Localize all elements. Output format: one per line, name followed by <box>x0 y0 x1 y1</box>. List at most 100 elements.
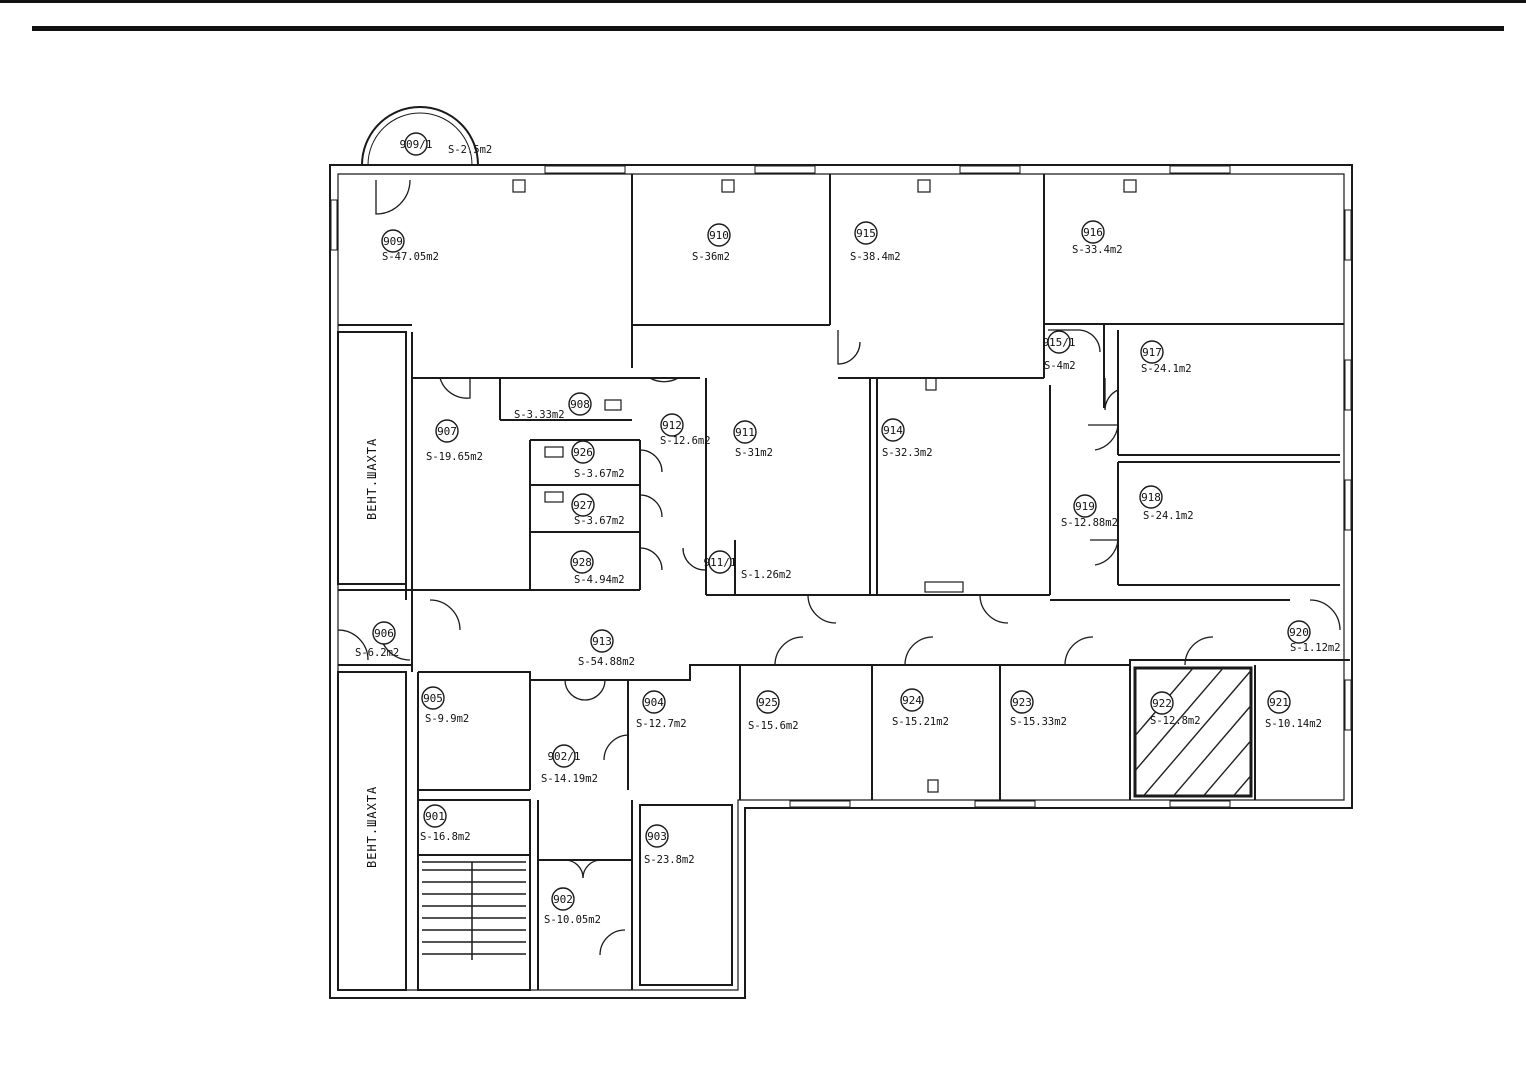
shaft-label-lower: ВЕНТ.ШАХТА <box>365 786 379 868</box>
room-marker <box>551 887 575 911</box>
room-marker <box>1150 691 1174 715</box>
room-number: 912 <box>662 419 682 432</box>
room-marker <box>756 690 780 714</box>
balcony-arc <box>361 106 479 166</box>
room-marker <box>1010 690 1034 714</box>
room-number: 923 <box>1012 696 1032 709</box>
room-number: 908 <box>570 398 590 411</box>
room-number: 927 <box>573 499 593 512</box>
room-number: 915/1 <box>1042 336 1075 349</box>
room-number: 905 <box>423 692 443 705</box>
room-marker <box>642 690 666 714</box>
room-number: 922 <box>1152 697 1172 710</box>
room-area: S-4.94m2 <box>574 574 625 586</box>
room-area: S-1.26m2 <box>741 569 792 581</box>
room-marker <box>571 440 595 464</box>
windows <box>330 165 1352 808</box>
room-marker <box>372 621 396 645</box>
room-number: 918 <box>1141 491 1161 504</box>
room-number: 925 <box>758 696 778 709</box>
room-marker <box>1047 330 1071 354</box>
room-area: S-4m2 <box>1044 360 1076 372</box>
room-area: S-31m2 <box>735 447 773 459</box>
room-marker <box>435 419 459 443</box>
room-area: S-3.67m2 <box>574 515 625 527</box>
page-top-edge <box>0 0 1526 3</box>
room-area: S-16.8m2 <box>420 831 471 843</box>
room-area: S-2.5m2 <box>448 144 492 156</box>
staircase <box>422 861 526 960</box>
room-area: S-47.05m2 <box>382 251 439 263</box>
room-area: S-10.14m2 <box>1265 718 1322 730</box>
page-top-border <box>32 26 1504 31</box>
room-area: S-24.1m2 <box>1143 510 1194 522</box>
room-number: 928 <box>572 556 592 569</box>
room-number: 920 <box>1289 626 1309 639</box>
room-marker <box>1073 494 1097 518</box>
room-area: S-12.7m2 <box>636 718 687 730</box>
door-swings <box>337 179 1341 956</box>
room-area: S-33.4m2 <box>1072 244 1123 256</box>
room-marker <box>1139 485 1163 509</box>
room-number: 904 <box>644 696 664 709</box>
room-area: S-32.3m2 <box>882 447 933 459</box>
room-area: S-15.33m2 <box>1010 716 1067 728</box>
room-area: S-9.9m2 <box>425 713 469 725</box>
hatched-room-922 <box>1133 666 1253 798</box>
room-marker <box>552 744 576 768</box>
room-area: S-12.8m2 <box>1150 715 1201 727</box>
room-marker <box>571 493 595 517</box>
room-marker <box>1140 340 1164 364</box>
room-area: S-36m2 <box>692 251 730 263</box>
room-number: 901 <box>425 810 445 823</box>
room-area: S-3.33m2 <box>514 409 565 421</box>
room-area: S-15.21m2 <box>892 716 949 728</box>
room-area: S-15.6m2 <box>748 720 799 732</box>
room-area: S-38.4m2 <box>850 251 901 263</box>
room-marker <box>381 229 405 253</box>
shaft-label-upper: ВЕНТ.ШАХТА <box>365 438 379 520</box>
room-number: 907 <box>437 425 457 438</box>
room-area: S-3.67m2 <box>574 468 625 480</box>
room-marker <box>590 629 614 653</box>
room-number: 921 <box>1269 696 1289 709</box>
room-area: S-1.12m2 <box>1290 642 1341 654</box>
room-marker <box>645 824 669 848</box>
room-number: 909 <box>383 235 403 248</box>
room-number: 916 <box>1083 226 1103 239</box>
room-marker <box>423 804 447 828</box>
room-number: 911/1 <box>703 556 736 569</box>
room-area: S-14.19m2 <box>541 773 598 785</box>
room-number: 917 <box>1142 346 1162 359</box>
room-marker <box>1267 690 1291 714</box>
room-area: S-6.2m2 <box>355 647 399 659</box>
room-marker <box>1081 220 1105 244</box>
room-marker <box>881 418 905 442</box>
room-area: S-12.88m2 <box>1061 517 1118 529</box>
room-marker <box>660 413 684 437</box>
room-marker <box>404 132 428 156</box>
room-number: 915 <box>856 227 876 240</box>
walls <box>329 164 1353 999</box>
balcony-arc-inner <box>367 112 473 166</box>
room-number: 909/1 <box>399 138 432 151</box>
room-marker <box>854 221 878 245</box>
room-area: S-23.8m2 <box>644 854 695 866</box>
room-area: S-19.65m2 <box>426 451 483 463</box>
room-area: S-10.05m2 <box>544 914 601 926</box>
room-number: 926 <box>573 446 593 459</box>
room-number: 910 <box>709 229 729 242</box>
room-marker <box>570 550 594 574</box>
room-number: 914 <box>883 424 903 437</box>
room-area: S-24.1m2 <box>1141 363 1192 375</box>
room-number: 919 <box>1075 500 1095 513</box>
room-marker <box>1287 620 1311 644</box>
room-number: 906 <box>374 627 394 640</box>
room-marker <box>708 550 732 574</box>
room-marker <box>707 223 731 247</box>
room-marker <box>568 392 592 416</box>
room-marker <box>900 688 924 712</box>
room-area: S-12.6m2 <box>660 435 711 447</box>
